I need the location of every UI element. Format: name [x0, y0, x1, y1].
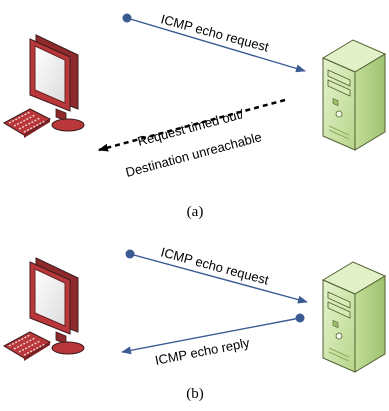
caption-b: (b): [186, 386, 204, 402]
request-arrow: [126, 17, 306, 73]
caption-a: (a): [187, 204, 204, 220]
panel-a: ICMP echo request Request timed out/ Des…: [3, 11, 386, 220]
reply-arrow: [121, 317, 301, 355]
server-icon: [322, 261, 386, 373]
computer-icon: [3, 257, 85, 362]
request-arrow: [129, 253, 308, 304]
server-icon: [322, 39, 386, 151]
reply-label: ICMP echo reply: [154, 335, 251, 368]
panel-b: ICMP echo request ICMP echo reply (b): [3, 244, 386, 402]
computer-icon: [3, 34, 85, 139]
